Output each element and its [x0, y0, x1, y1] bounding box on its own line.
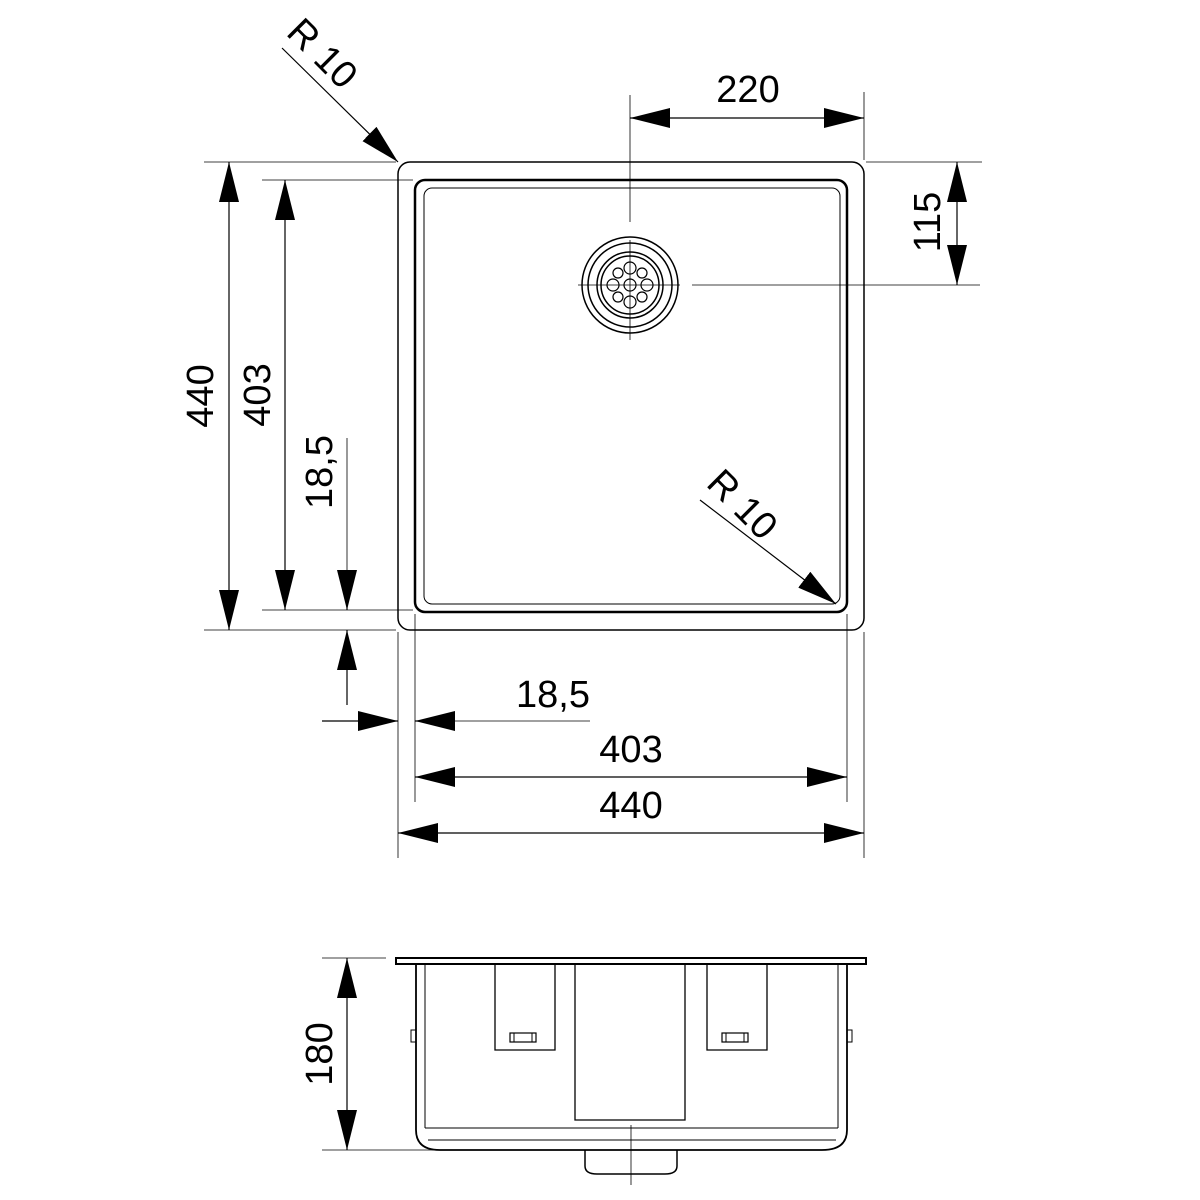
dimension-label-115: 115	[907, 192, 949, 253]
dimension-label-403-horizontal: 403	[599, 729, 662, 771]
side-bowl-body	[415, 964, 848, 1151]
radius-label-bottom-right: R 10	[699, 462, 785, 548]
side-rim	[395, 957, 867, 965]
bowl-floor-outline	[423, 187, 841, 605]
dimension-label-220: 220	[716, 69, 779, 111]
side-view: 180	[299, 957, 867, 1185]
side-center-panel	[574, 964, 686, 1121]
inner-bowl-outline	[413, 178, 849, 614]
dimension-label-440-vertical: 440	[180, 364, 222, 427]
top-view: R 10 R 10 220 115 440 403 18,5	[180, 11, 982, 858]
radius-leader-bottom-right	[699, 499, 837, 605]
radius-leader-top-left	[281, 47, 399, 163]
dimension-label-440-horizontal: 440	[599, 785, 662, 827]
mounting-clip-left	[494, 964, 556, 1051]
dimension-label-403-vertical: 403	[237, 363, 279, 426]
dimension-label-180: 180	[299, 1022, 341, 1085]
dimension-label-18-5-vertical: 18,5	[299, 435, 341, 509]
dimension-label-18-5-horizontal: 18,5	[516, 674, 590, 716]
radius-label-top-left: R 10	[279, 11, 365, 97]
outer-rim-outline	[397, 161, 865, 631]
mounting-clip-right	[706, 964, 768, 1051]
